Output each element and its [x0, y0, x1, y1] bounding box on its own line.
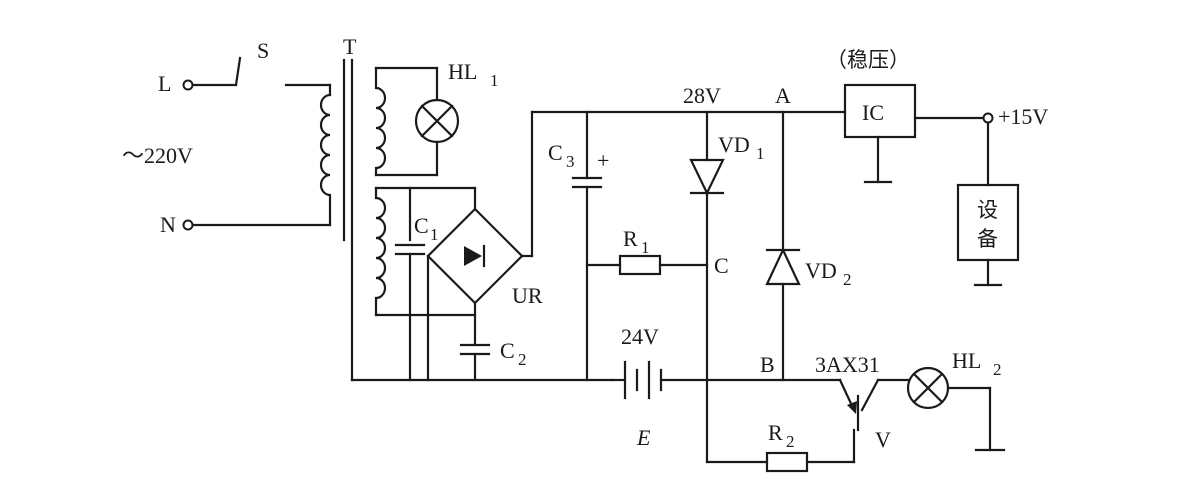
label-VD1: VD — [718, 132, 750, 157]
switch-S-blade — [234, 56, 242, 87]
label-S: S — [257, 38, 269, 63]
label-IC: IC — [862, 100, 884, 125]
svg-text:2: 2 — [843, 270, 852, 289]
svg-text:1: 1 — [430, 225, 439, 244]
top-rail: 28V A — [530, 83, 847, 114]
bridge-rectifier-UR: UR — [426, 110, 543, 382]
terminal-L — [182, 79, 194, 91]
label-C2: C — [500, 338, 515, 363]
label-HL1: HL — [448, 59, 477, 84]
primary-winding — [319, 93, 331, 197]
label-28V: 28V — [683, 83, 721, 108]
diode-VD2: VD 2 — [765, 110, 852, 382]
label-equipment-1: 设 — [977, 198, 998, 222]
resistor-R1: R 1 C — [585, 226, 729, 278]
label-C3-polarity: + — [597, 148, 609, 173]
secondary-winding-lamp — [375, 86, 387, 170]
svg-text:2: 2 — [786, 432, 795, 451]
label-E: E — [636, 425, 651, 450]
battery-E: 24V E B — [610, 324, 842, 450]
terminal-N — [182, 219, 194, 231]
label-transistor-type: 3AX31 — [815, 352, 880, 377]
label-mains-voltage: ～220V — [122, 143, 193, 168]
label-L: L — [158, 71, 171, 96]
label-VD2: VD — [805, 258, 837, 283]
label-node-A: A — [775, 83, 791, 108]
label-regulator-note: （稳压） — [826, 48, 910, 72]
capacitor-C1: C 1 — [394, 213, 439, 382]
equipment-load: 设 备 — [956, 121, 1020, 287]
svg-text:1: 1 — [756, 144, 765, 163]
transistor-V: 3AX31 V — [815, 352, 910, 464]
svg-text:1: 1 — [490, 71, 499, 90]
svg-text:1: 1 — [641, 238, 650, 257]
label-15V: +15V — [998, 104, 1048, 129]
label-node-C: C — [714, 253, 729, 278]
lamp-HL1: HL 1 — [414, 59, 499, 144]
label-C1: C — [414, 213, 429, 238]
rectifier-section: C 1 UR C 2 — [350, 110, 614, 382]
label-equipment-2: 备 — [977, 227, 998, 251]
lamp-HL2: HL 2 — [906, 348, 1006, 452]
terminal-15V — [982, 112, 994, 124]
emitter-arrow-icon — [847, 401, 857, 414]
svg-text:2: 2 — [993, 360, 1002, 379]
label-node-B: B — [760, 352, 775, 377]
capacitor-C2: C 2 — [459, 338, 527, 382]
mains-input: L S ～220V N — [122, 38, 332, 237]
capacitor-C3: C 3 + — [548, 110, 609, 382]
label-V: V — [875, 427, 891, 452]
bridge-diode-icon — [464, 246, 482, 266]
label-R1: R — [623, 226, 638, 251]
transformer-T: T — [319, 34, 439, 382]
label-R2: R — [768, 420, 783, 445]
resistor-R2: R 2 — [705, 420, 856, 473]
svg-text:2: 2 — [518, 350, 527, 369]
secondary-winding-rectifier — [375, 196, 387, 300]
diode-VD1: VD 1 — [689, 110, 765, 464]
label-N: N — [160, 212, 176, 237]
label-HL2: HL — [952, 348, 981, 373]
label-UR: UR — [512, 283, 543, 308]
label-C3: C — [548, 140, 563, 165]
label-T: T — [343, 34, 357, 59]
regulator-IC: （稳压） IC +15V — [826, 48, 1048, 184]
label-24V: 24V — [621, 324, 659, 349]
svg-text:3: 3 — [566, 152, 575, 171]
